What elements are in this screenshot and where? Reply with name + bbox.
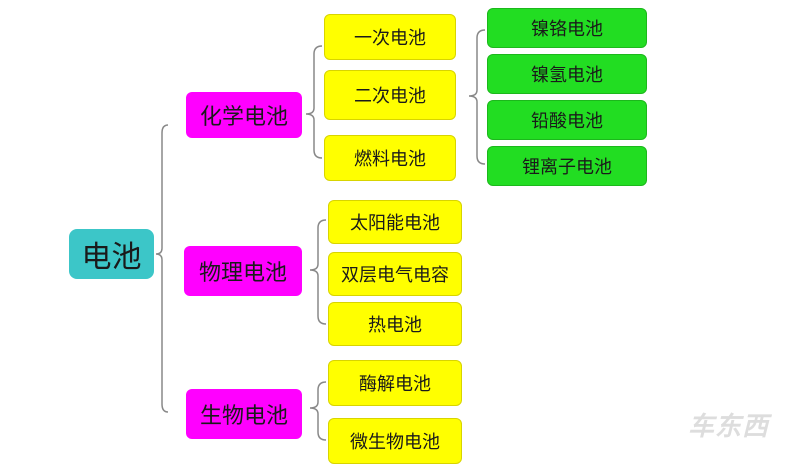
- root-battery: 电池: [69, 229, 154, 279]
- category-biological: 生物电池: [186, 389, 302, 439]
- watermark-logo: 车东西: [688, 412, 770, 442]
- chemical-fuel-cell: 燃料电池: [324, 135, 456, 181]
- secondary-nicd: 镍铬电池: [487, 8, 647, 48]
- bio-enzymatic: 酶解电池: [328, 360, 462, 406]
- category-chemical: 化学电池: [186, 92, 302, 138]
- secondary-nimh: 镍氢电池: [487, 54, 647, 94]
- secondary-lead-acid: 铅酸电池: [487, 100, 647, 140]
- chemical-secondary: 二次电池: [324, 70, 456, 120]
- category-physical: 物理电池: [184, 246, 302, 296]
- physical-thermal: 热电池: [328, 302, 462, 346]
- chemical-primary: 一次电池: [324, 14, 456, 60]
- secondary-lithium-ion: 锂离子电池: [487, 146, 647, 186]
- physical-double-layer-capacitor: 双层电气电容: [328, 252, 462, 296]
- bio-microbial: 微生物电池: [328, 418, 462, 464]
- connector-lines: [155, 29, 486, 441]
- physical-solar: 太阳能电池: [328, 200, 462, 244]
